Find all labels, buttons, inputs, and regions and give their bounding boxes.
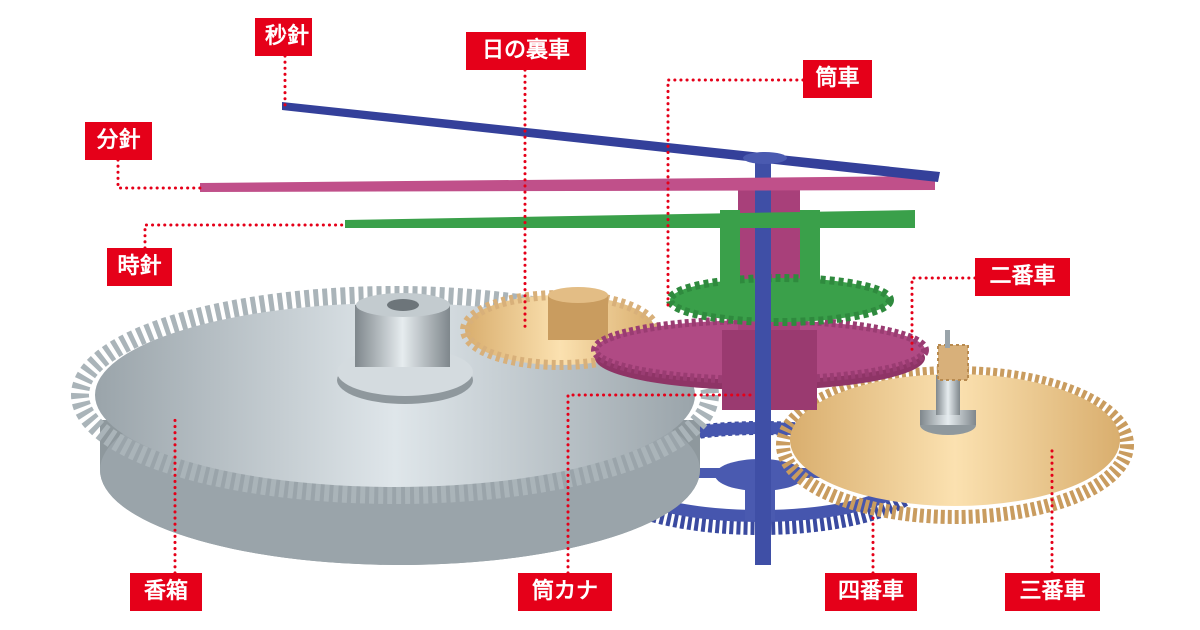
leader-lines (116, 54, 1054, 575)
label-cannon-pinion: 筒カナ (518, 573, 612, 611)
label-second-hand: 秒針 (255, 18, 312, 56)
label-hour-wheel: 筒車 (803, 60, 872, 98)
center-shaft (755, 155, 771, 565)
second-hand-hub (743, 152, 787, 164)
label-minute-wheel: 日の裏車 (466, 32, 586, 70)
label-center-wheel: 二番車 (975, 258, 1070, 296)
third-wheel (776, 330, 1134, 524)
minute-hand (200, 176, 935, 192)
label-fourth-wheel: 四番車 (825, 573, 917, 611)
label-third-wheel: 三番車 (1005, 573, 1100, 611)
hour-wheel (666, 210, 894, 326)
label-minute-hand: 分針 (85, 122, 152, 160)
hour-hand (345, 210, 915, 228)
second-hand (282, 102, 940, 182)
label-barrel: 香箱 (130, 573, 202, 611)
label-hour-hand: 時針 (107, 248, 172, 286)
